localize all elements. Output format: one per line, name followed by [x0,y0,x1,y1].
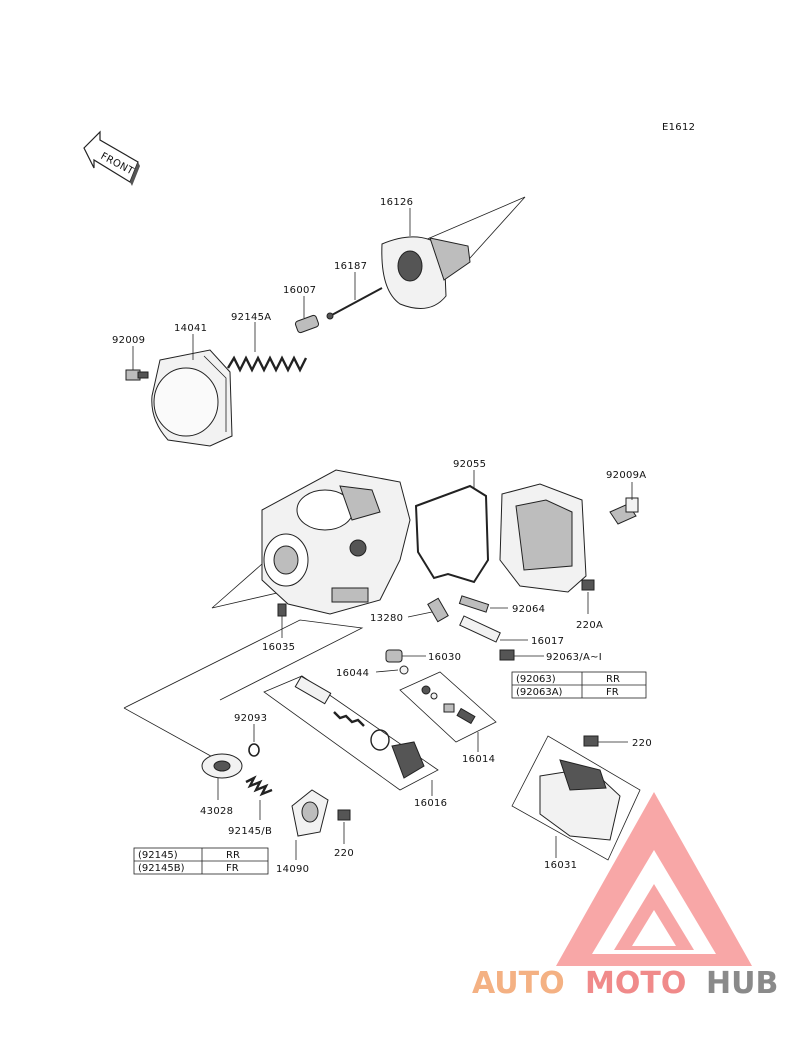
callout-16014: 16014 [462,754,495,765]
exploded-view-outline [123,619,364,761]
screw-220-bottom-part [337,809,351,821]
callout-220-top: 220 [632,738,652,749]
callout-16030: 16030 [428,652,461,663]
callout-92145a: 92145A [231,312,271,323]
screw-92009-part [125,369,149,381]
callout-13280: 13280 [370,613,403,624]
part-43028 [201,753,243,779]
float-chamber-part [499,483,587,593]
callout-92009: 92009 [112,335,145,346]
callout-220a: 220A [576,620,603,631]
cover-14090-part [291,789,329,837]
o-ring-92093-part [248,743,260,757]
callout-16031: 16031 [544,860,577,871]
callout-92145b: 92145/B [228,826,272,837]
spring-92145a-part [226,355,308,373]
callout-16126: 16126 [380,197,413,208]
part-16035 [277,603,287,617]
screw-220a-part [581,579,595,591]
callout-16035: 16035 [262,642,295,653]
top-cover-part [151,349,233,447]
part-16030 [385,649,403,663]
table-92063-row1-part: (92063) [516,674,556,685]
callout-16187: 16187 [334,261,367,272]
callout-16016: 16016 [414,798,447,809]
table-92063: (92063) RR (92063A) FR [511,671,647,699]
callout-220-bottom: 220 [334,848,354,859]
gasket-92055-part [414,484,490,584]
callout-16044: 16044 [336,668,369,679]
watermark-hub: HUB [706,966,778,1001]
part-13280 [427,597,449,623]
watermark-logo-icon [556,792,752,966]
table-92063-row2-pos: FR [606,687,619,698]
callout-43028: 43028 [200,806,233,817]
part-92063 [499,649,515,661]
callout-92093: 92093 [234,713,267,724]
callout-14090: 14090 [276,864,309,875]
table-92145-row1-part: (92145) [138,850,178,861]
table-92145-row2-pos: FR [226,863,239,874]
table-92145-row1-pos: RR [226,850,240,861]
table-92063-row1-pos: RR [606,674,620,685]
screw-92009a-part [609,497,639,525]
table-92145: (92145) RR (92145B) FR [133,847,269,875]
assembly-16031-part [511,735,641,861]
callout-92064: 92064 [512,604,545,615]
screw-220-top-part [583,735,599,747]
diagram-id: E1612 [662,122,695,133]
watermark-moto: MOTO [585,966,686,1001]
callout-16017: 16017 [531,636,564,647]
vacuum-piston-part [381,196,526,309]
callout-14041: 14041 [174,323,207,334]
kit-16014-outline [399,671,497,743]
part-16017 [459,615,501,643]
needle-holder-part [294,314,320,334]
spring-92145b-part [245,775,273,797]
callout-92055: 92055 [453,459,486,470]
table-92145-row2-part: (92145B) [138,863,185,874]
callout-92063: 92063/A~I [546,652,602,663]
table-92063-row2-part: (92063A) [516,687,563,698]
jet-needle-part [326,287,383,320]
front-arrow-icon: FRONT [83,130,140,186]
part-16044 [399,665,409,675]
part-92064 [458,595,490,613]
watermark-auto: AUTO [472,966,565,1001]
callout-16007: 16007 [283,285,316,296]
carburetor-body-part [211,469,411,615]
kit-16016-outline [263,675,439,791]
callout-92009a: 92009A [606,470,646,481]
